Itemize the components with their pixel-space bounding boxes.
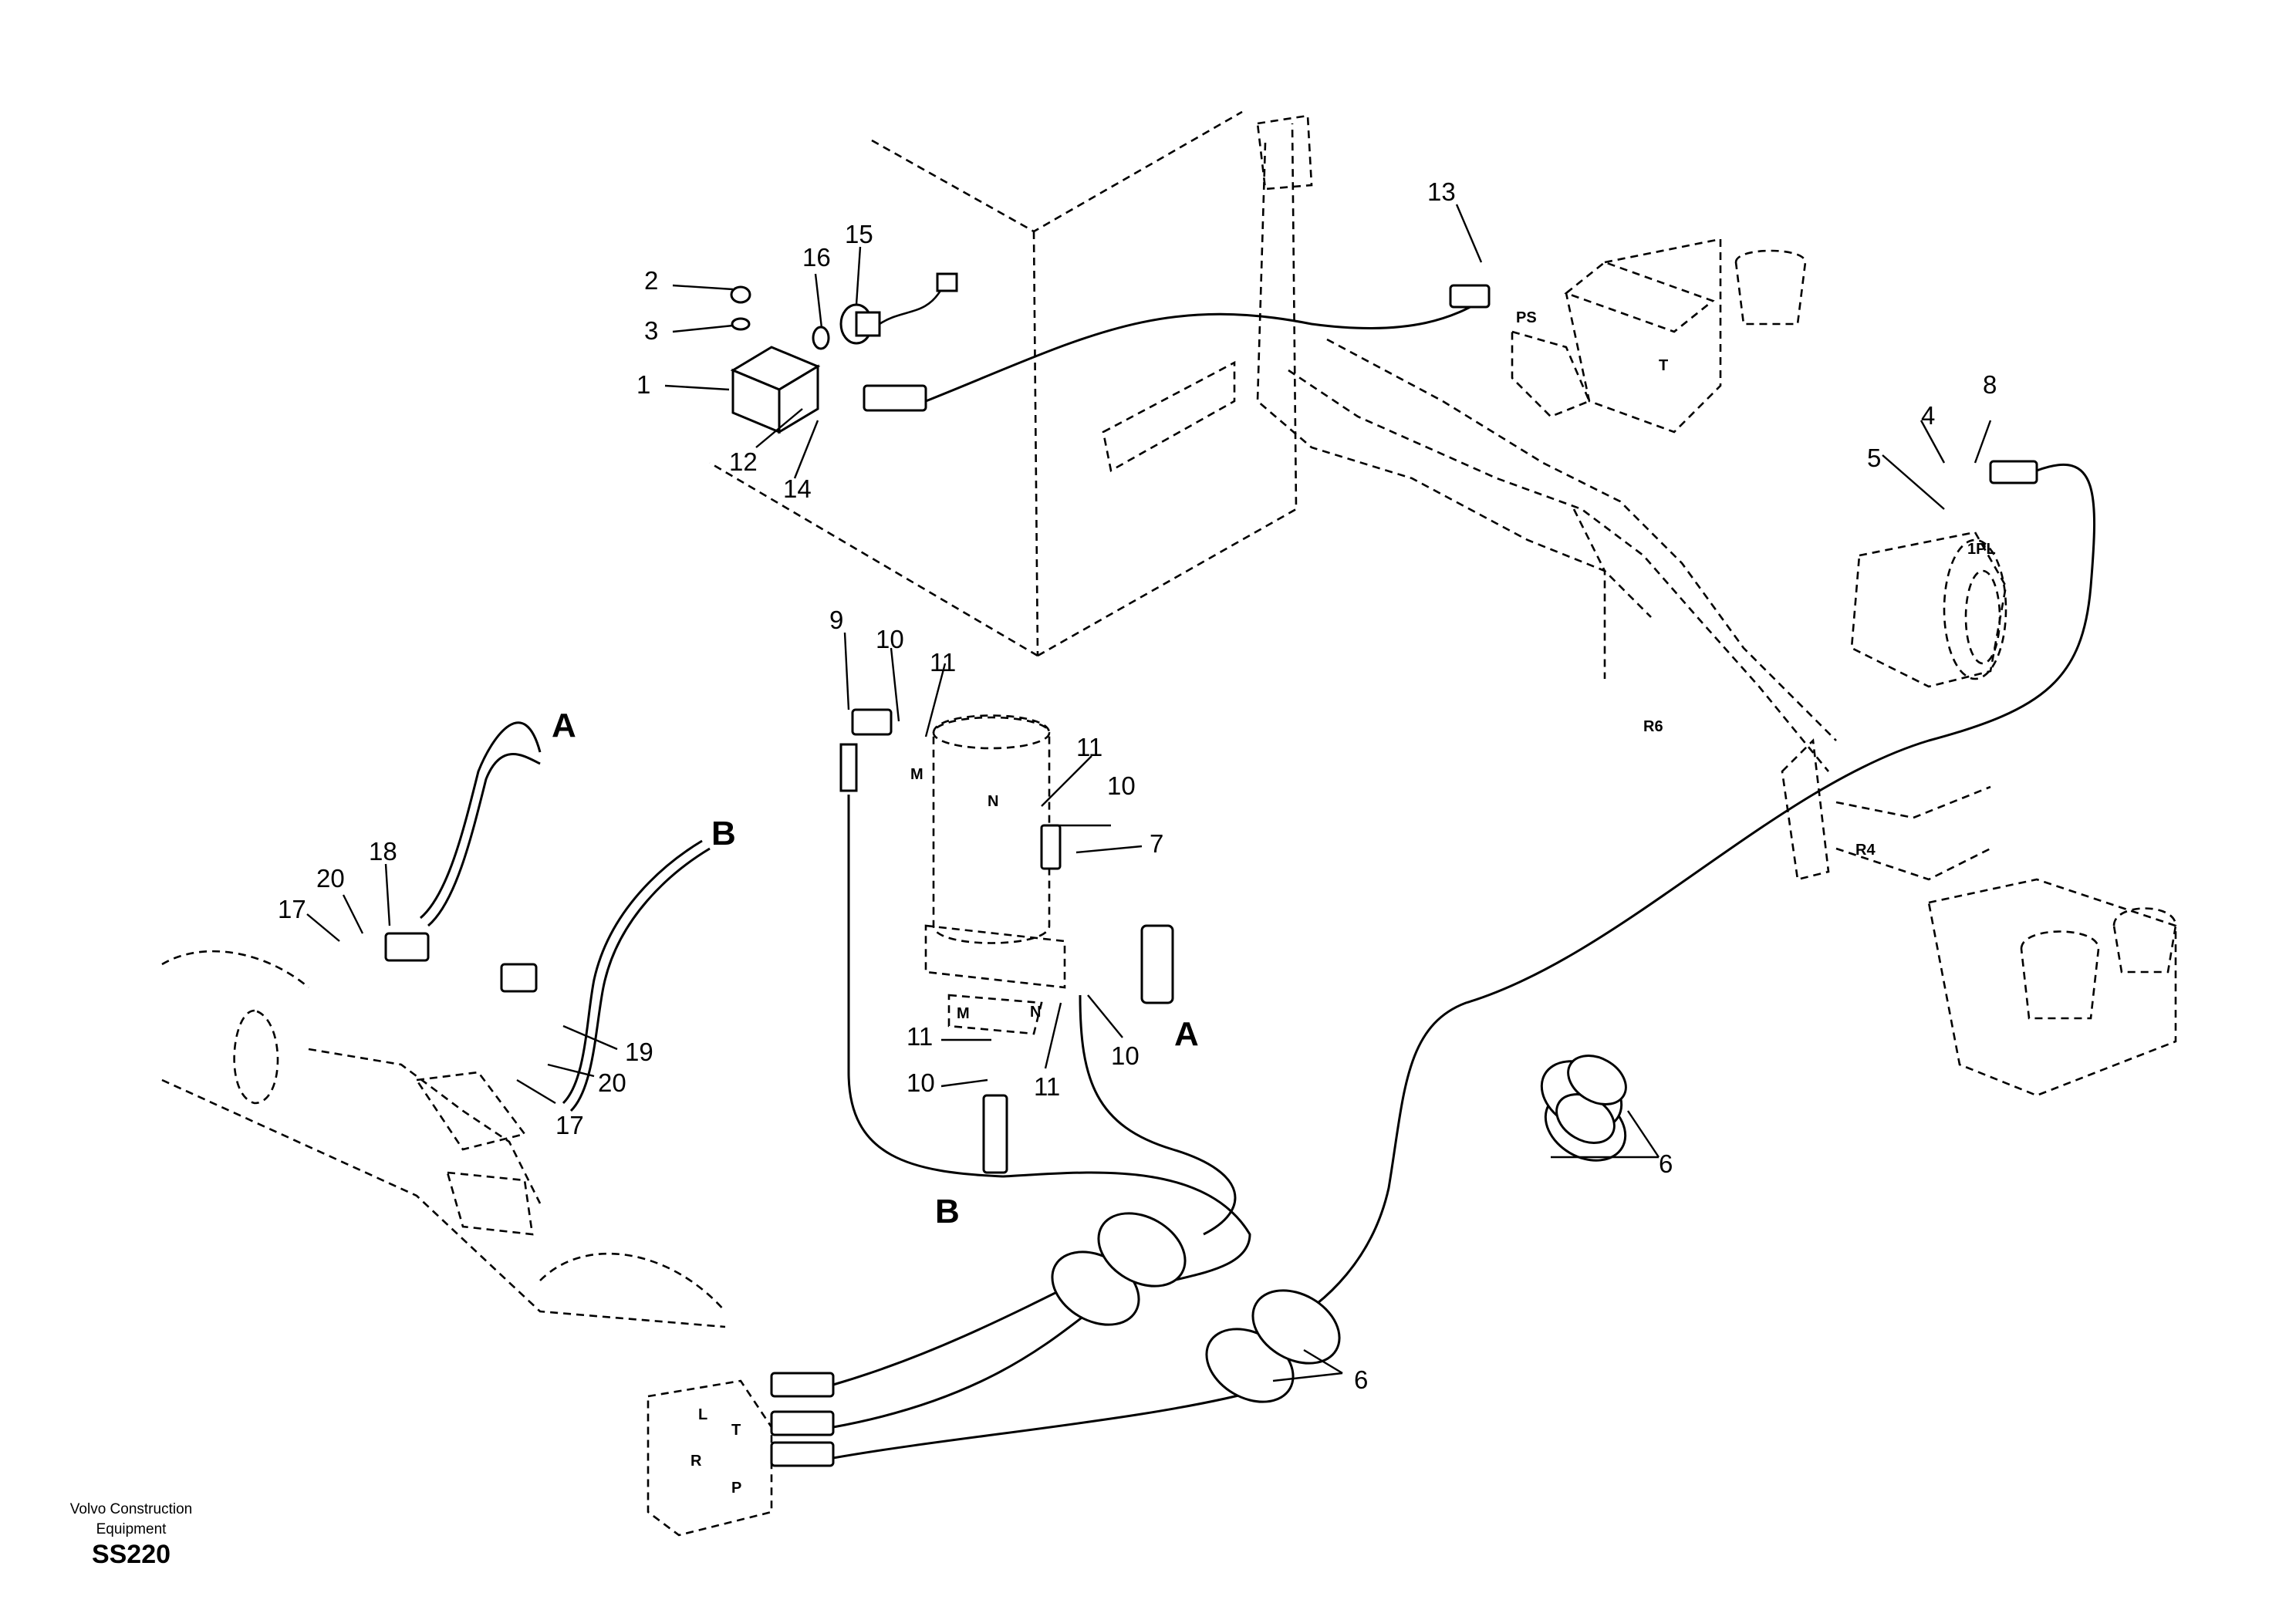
callout-6-right: 6 [1659,1149,1673,1178]
letter-b-upper: B [711,815,736,852]
pipe-routing-outline [1256,114,1991,881]
port-m-upper: M [910,766,923,783]
callout-20-lower: 20 [598,1068,626,1097]
callout-11-lower: 11 [907,1022,933,1051]
callout-10-upper: 10 [876,625,904,653]
brand-line-2: Equipment [96,1521,167,1537]
callout-20-upper: 20 [316,864,345,893]
callout-1: 1 [636,370,650,399]
swivel-joint-outline [924,714,1066,1035]
port-m-lower: M [957,1005,970,1022]
callout-6-lower: 6 [1354,1365,1368,1394]
port-r6: R6 [1643,718,1663,735]
callout-4: 4 [1921,401,1935,430]
port-n-lower: N [1030,1004,1041,1021]
callout-7: 7 [1150,829,1163,858]
callout-9: 9 [829,606,843,634]
hose-fittings [384,284,2038,1467]
port-ps: PS [1516,309,1537,326]
callout-10-right: 10 [1107,771,1136,800]
hose-protectors [1051,1055,1627,1403]
callout-19: 19 [625,1038,653,1066]
letter-a-middle: A [1174,1015,1199,1053]
callout-11-upper: 11 [930,648,956,677]
pressure-switch-block [730,346,821,434]
port-labels: PS T 1PL R6 R4 M N M N L T R P [690,309,1996,1497]
port-r4: R4 [1855,842,1876,859]
callout-18: 18 [369,837,397,866]
callout-10-lower: 10 [907,1068,935,1097]
part-callouts: 2 3 1 12 14 16 15 13 8 4 5 9 10 11 11 10… [278,177,1997,1394]
callout-10-lower-right: 10 [1111,1041,1140,1070]
diagram-code: SS220 [91,1540,171,1569]
letter-b-lower: B [935,1193,960,1230]
pump-outline [1850,531,2007,688]
port-t: T [731,1422,741,1439]
callout-17-lower: 17 [555,1111,584,1139]
port-r: R [690,1453,702,1470]
port-l: L [698,1406,707,1423]
callout-16: 16 [802,243,831,272]
callout-8: 8 [1983,370,1997,399]
port-p: P [731,1480,741,1497]
callout-14: 14 [783,474,812,503]
callout-12: 12 [729,447,758,476]
callout-11-lower-right: 11 [1034,1072,1060,1101]
callout-5: 5 [1867,444,1881,472]
callout-15: 15 [845,220,873,248]
callout-13: 13 [1427,177,1456,206]
leader-lines [306,204,1992,1382]
cab-frame-outline [709,110,1298,657]
control-valve-outline [1511,238,1807,434]
connection-letters: A B A B [552,707,1199,1230]
pressure-switch [839,272,958,345]
port-n-upper: N [988,793,998,810]
callout-17-upper: 17 [278,895,306,923]
letter-a-upper: A [552,707,576,744]
brand-line-1: Volvo Construction [69,1501,193,1517]
boom-arm-outline [161,950,726,1328]
port-1pl: 1PL [1967,541,1996,558]
callout-2: 2 [644,266,658,295]
brand-caption: Volvo Construction Equipment [31,1500,231,1540]
callout-3: 3 [644,316,658,345]
hoses [420,295,2095,1460]
right-lower-valve-outline [1927,878,2177,1097]
callout-11-right: 11 [1076,733,1102,761]
travel-port-block-outline [647,1379,773,1537]
port-t-valve: T [1659,357,1668,374]
